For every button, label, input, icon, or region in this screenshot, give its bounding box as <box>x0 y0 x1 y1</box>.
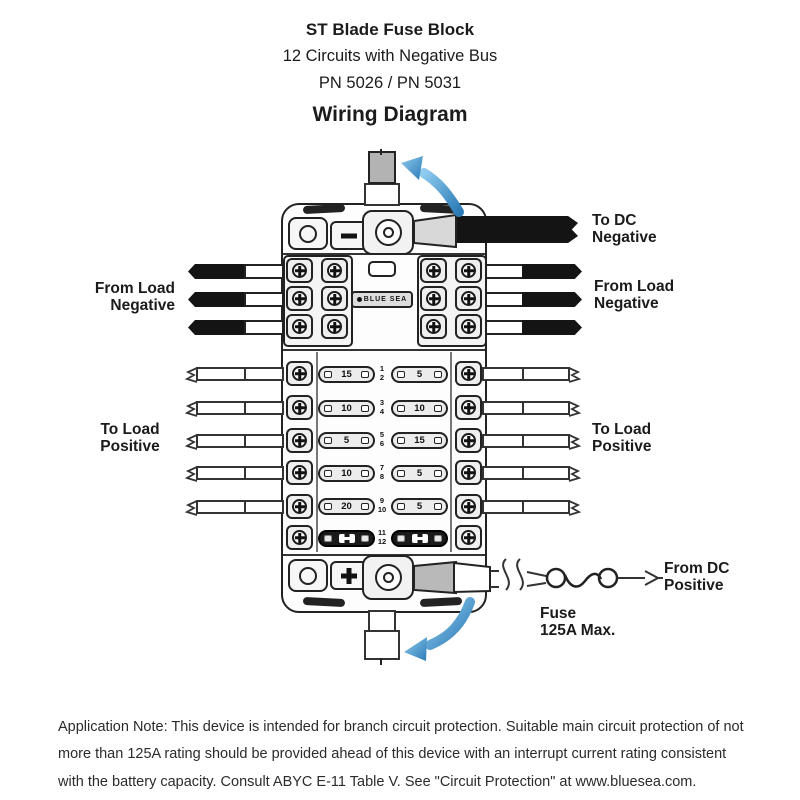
screw-terminal-icon <box>286 286 313 311</box>
screw-terminal-icon <box>286 494 313 519</box>
load-negative-wire <box>188 320 284 335</box>
load-positive-wire <box>196 466 284 480</box>
screw-terminal-icon <box>286 428 313 453</box>
fuse-circuit-4: 10 <box>391 400 448 417</box>
bus-fuse-seam <box>283 349 485 351</box>
load-negative-wire <box>482 320 582 335</box>
screw-terminal-icon <box>286 361 313 386</box>
dc-negative-wire <box>454 216 578 243</box>
dc-positive-stud <box>364 630 400 660</box>
bus-slot <box>368 261 396 277</box>
screw-terminal-icon <box>455 314 482 339</box>
wire-break-tip <box>568 367 582 516</box>
load-positive-wire <box>482 466 570 480</box>
screw-terminal-icon <box>321 314 348 339</box>
load-positive-wire <box>196 401 284 415</box>
load-positive-wire <box>196 434 284 448</box>
fuse-circuit-1: 15 <box>318 366 375 383</box>
page-title: ST Blade Fuse Block <box>305 20 475 39</box>
curved-arrow-top-head-icon <box>401 156 423 180</box>
application-note: Application Note: This device is intende… <box>58 718 744 790</box>
part-numbers: PN 5026 / PN 5031 <box>318 73 462 92</box>
screw-terminal-icon <box>286 258 313 283</box>
fuse-symbol-wave <box>563 572 603 588</box>
label-to-dc-negative: To DC Negative <box>592 212 657 246</box>
fuse-symbol-icon <box>597 567 619 589</box>
wire-break-icon <box>502 558 524 591</box>
screw-terminal-icon <box>286 525 313 550</box>
load-negative-wire <box>482 292 582 307</box>
screw-terminal-icon <box>420 258 447 283</box>
ring-terminal-icon <box>362 555 414 600</box>
label-main-fuse: Fuse 125A Max. <box>540 605 616 639</box>
label-to-load-positive-left: To Load Positive <box>100 421 160 455</box>
screw-terminal-icon <box>321 258 348 283</box>
fuse-circuit-2: 5 <box>391 366 448 383</box>
screw-terminal-icon <box>455 494 482 519</box>
ring-terminal-icon <box>362 210 414 255</box>
screw-terminal-icon <box>420 314 447 339</box>
mounting-hole-icon <box>288 559 328 592</box>
label-from-load-negative-right: From Load Negative <box>594 278 675 312</box>
screw-terminal-icon <box>286 395 313 420</box>
fuse-circuit-3: 10 <box>318 400 375 417</box>
screw-terminal-icon <box>455 395 482 420</box>
load-positive-wire <box>196 500 284 514</box>
fuse-circuit-9: 20 <box>318 498 375 515</box>
fuse-circuit-10: 5 <box>391 498 448 515</box>
dc-positive-wire <box>526 571 547 587</box>
mounting-hole-icon <box>288 217 328 250</box>
fuse-circuit-6: 15 <box>391 432 448 449</box>
screw-terminal-icon <box>286 460 313 485</box>
left-rail-line <box>316 352 318 552</box>
label-from-load-negative-left: From Load Negative <box>94 280 175 314</box>
fuse-slot-circuit-11 <box>318 530 375 547</box>
load-positive-wire <box>482 500 570 514</box>
screw-terminal-icon <box>420 286 447 311</box>
dc-positive-stud-neck <box>368 610 396 632</box>
load-positive-wire <box>196 367 284 381</box>
dc-positive-wire <box>490 570 499 588</box>
brand-plate: BLUE SEA <box>351 291 413 308</box>
screw-terminal-icon <box>455 258 482 283</box>
header: ST Blade Fuse Block 12 Circuits with Neg… <box>0 16 780 132</box>
fuse-symbol-icon <box>545 567 567 589</box>
curved-arrow-bottom-head-icon <box>404 637 427 661</box>
label-from-dc-positive: From DC Positive <box>664 560 730 594</box>
label-to-load-positive-right: To Load Positive <box>592 421 652 455</box>
load-positive-wire <box>482 434 570 448</box>
dc-negative-stud-base <box>364 183 400 206</box>
screw-terminal-icon <box>455 460 482 485</box>
fuse-circuit-8: 5 <box>391 465 448 482</box>
screw-terminal-icon <box>286 314 313 339</box>
load-positive-wire <box>482 367 570 381</box>
screw-terminal-icon <box>455 525 482 550</box>
fuse-circuit-5: 5 <box>318 432 375 449</box>
right-rail-line <box>450 352 452 552</box>
diagram-title: Wiring Diagram <box>312 102 468 126</box>
screw-terminal-icon <box>455 361 482 386</box>
fuse-slot-circuit-12 <box>391 530 448 547</box>
load-negative-wire <box>188 292 284 307</box>
screw-terminal-icon <box>455 428 482 453</box>
fuse-circuit-7: 10 <box>318 465 375 482</box>
load-negative-wire <box>188 264 284 279</box>
load-negative-wire <box>482 264 582 279</box>
load-positive-wire <box>482 401 570 415</box>
screw-terminal-icon <box>321 286 348 311</box>
subtitle: 12 Circuits with Negative Bus <box>282 47 498 66</box>
screw-terminal-icon <box>455 286 482 311</box>
dc-positive-wire-end <box>617 570 663 586</box>
dc-negative-stud <box>368 151 396 184</box>
